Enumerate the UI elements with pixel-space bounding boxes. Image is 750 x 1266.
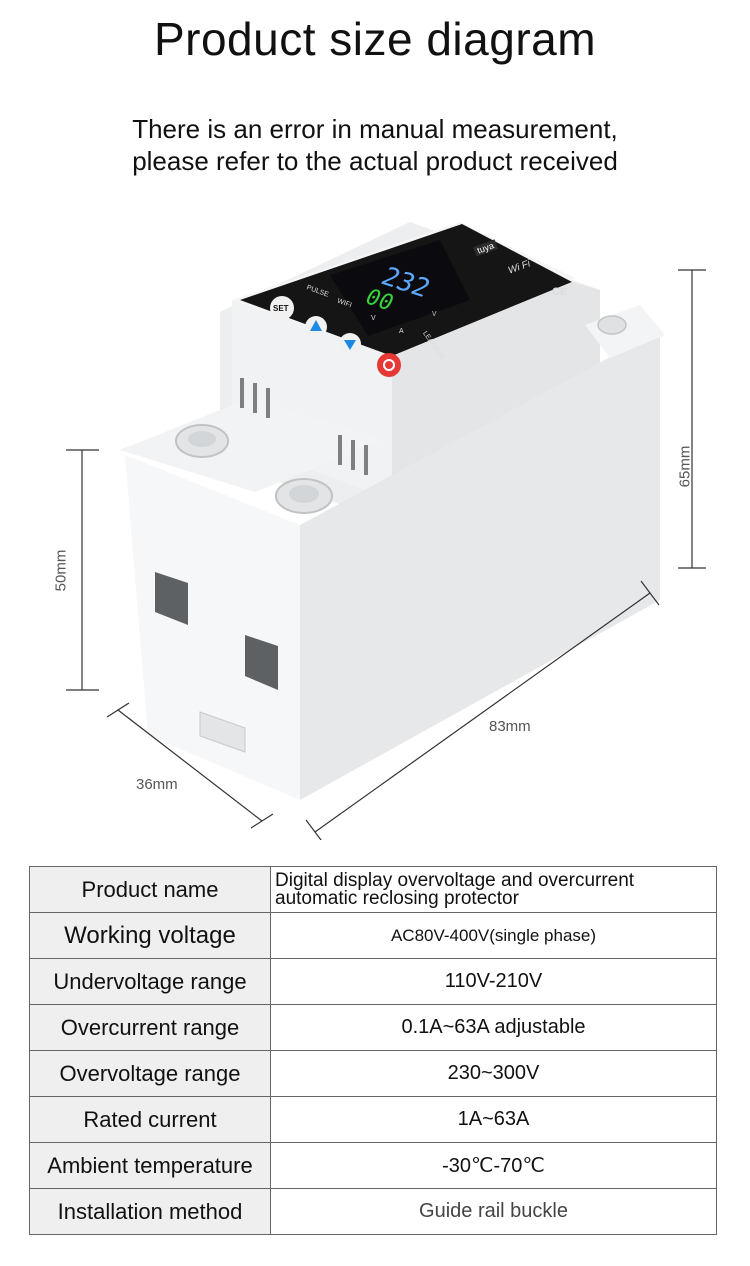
note-line-2: please refer to the actual product recei… (132, 146, 618, 176)
depth-dimension-36: 36mm (136, 776, 178, 793)
spec-value-working-voltage: AC80V-400V(single phase) (270, 912, 717, 959)
spec-value-installation-method: Guide rail buckle (270, 1188, 717, 1235)
set-button-label: SET (273, 304, 289, 313)
spec-value-product-name: Digital display overvoltage and overcurr… (270, 866, 717, 913)
spec-label-rated-current: Rated current (29, 1096, 271, 1143)
spec-label-ambient-temperature: Ambient temperature (29, 1142, 271, 1189)
specifications-table: Product name Digital display overvoltage… (29, 866, 717, 1235)
table-row: Rated current 1A~63A (29, 1096, 717, 1143)
spec-label-product-name: Product name (29, 866, 271, 913)
spec-label-undervoltage-range: Undervoltage range (29, 958, 271, 1005)
up-arrow-icon (310, 320, 322, 331)
product-illustration (66, 222, 706, 845)
set-button (270, 296, 294, 320)
power-button (377, 353, 401, 377)
table-row: Product name Digital display overvoltage… (29, 866, 717, 913)
spec-value-rated-current: 1A~63A (270, 1096, 717, 1143)
spec-label-overvoltage-range: Overvoltage range (29, 1050, 271, 1097)
spec-value-undervoltage-range: 110V-210V (270, 958, 717, 1005)
note-line-1: There is an error in manual measurement, (132, 114, 618, 144)
table-row: Installation method Guide rail buckle (29, 1188, 717, 1235)
spec-label-installation-method: Installation method (29, 1188, 271, 1235)
ce-mark: CE (552, 286, 568, 298)
spec-value-line-1: Digital display overvoltage and overcurr… (275, 869, 635, 891)
spec-value-ambient-temperature: -30℃-70℃ (270, 1142, 717, 1189)
table-row: Undervoltage range 110V-210V (29, 958, 717, 1005)
page-title: Product size diagram (153, 13, 597, 65)
table-row: Working voltage AC80V-400V(single phase) (29, 912, 717, 959)
volt-indicator-label: V (371, 315, 376, 322)
product-diagram: tuya Wi Fi CE 232 00 v PULSE WIFI V A LE… (0, 200, 750, 845)
amp-indicator-label: A (399, 328, 404, 335)
table-row: Ambient temperature -30℃-70℃ (29, 1142, 717, 1189)
height-dimension-50: 50mm (52, 549, 70, 592)
down-arrow-icon (344, 340, 356, 350)
spec-label-overcurrent-range: Overcurrent range (29, 1004, 271, 1051)
height-dimension-65: 65mm (676, 445, 694, 488)
power-icon (383, 359, 395, 371)
spec-value-overvoltage-range: 230~300V (270, 1050, 717, 1097)
length-dimension-83: 83mm (489, 718, 531, 735)
spec-label-working-voltage: Working voltage (29, 912, 271, 959)
table-row: Overvoltage range 230~300V (29, 1050, 717, 1097)
spec-value-overcurrent-range: 0.1A~63A adjustable (270, 1004, 717, 1051)
spec-value-line-2: automatic reclosing protector (275, 887, 519, 909)
voltage-unit: v (432, 308, 437, 318)
measurement-note: There is an error in manual measurement,… (0, 113, 750, 177)
table-row: Overcurrent range 0.1A~63A adjustable (29, 1004, 717, 1051)
